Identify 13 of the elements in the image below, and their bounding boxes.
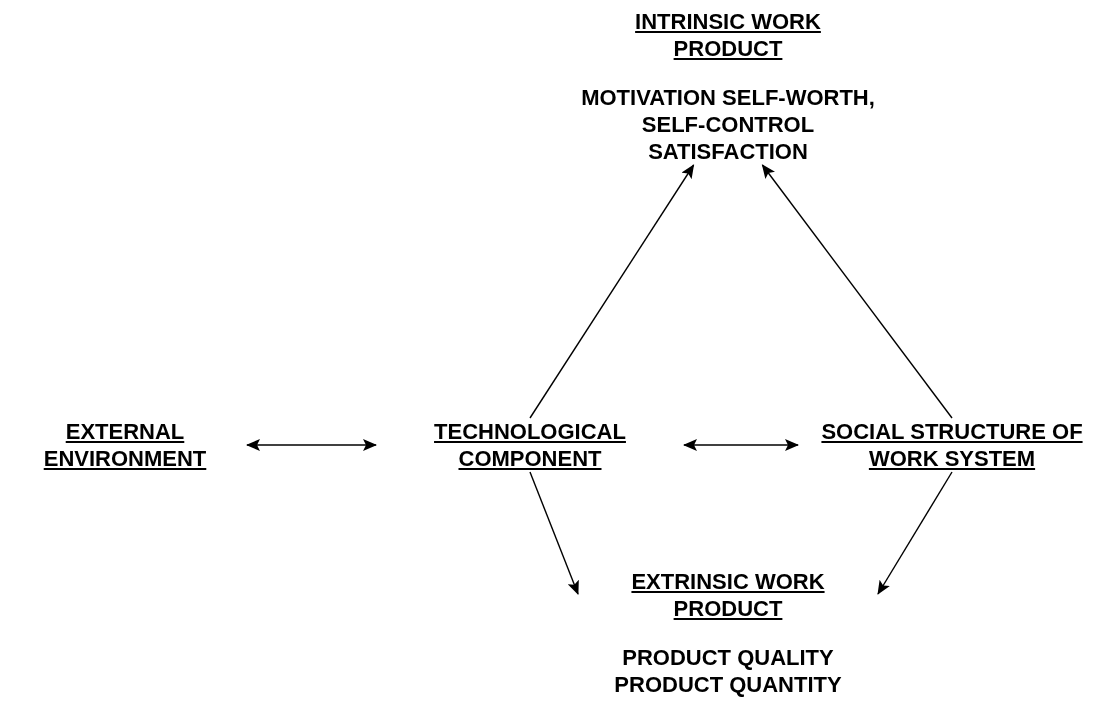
arrow: [529, 471, 579, 595]
heading: EXTRINSIC WORK PRODUCT: [630, 568, 826, 622]
outcome-list: PRODUCT QUALITY PRODUCT QUANTITY: [578, 644, 878, 698]
arrow: [529, 164, 695, 419]
heading: TECHNOLOGICAL COMPONENT: [433, 418, 627, 472]
outcome-list: MOTIVATION SELF-WORTH, SELF-CONTROL SATISFACTION: [563, 84, 893, 165]
heading: SOCIAL STRUCTURE OF WORK SYSTEM: [820, 418, 1084, 472]
heading: EXTERNAL ENVIRONMENT: [42, 418, 208, 472]
arrow: [683, 439, 799, 451]
heading: INTRINSIC WORK PRODUCT: [634, 8, 822, 62]
arrow: [877, 471, 953, 595]
arrow: [761, 164, 953, 419]
arrow: [246, 439, 377, 451]
